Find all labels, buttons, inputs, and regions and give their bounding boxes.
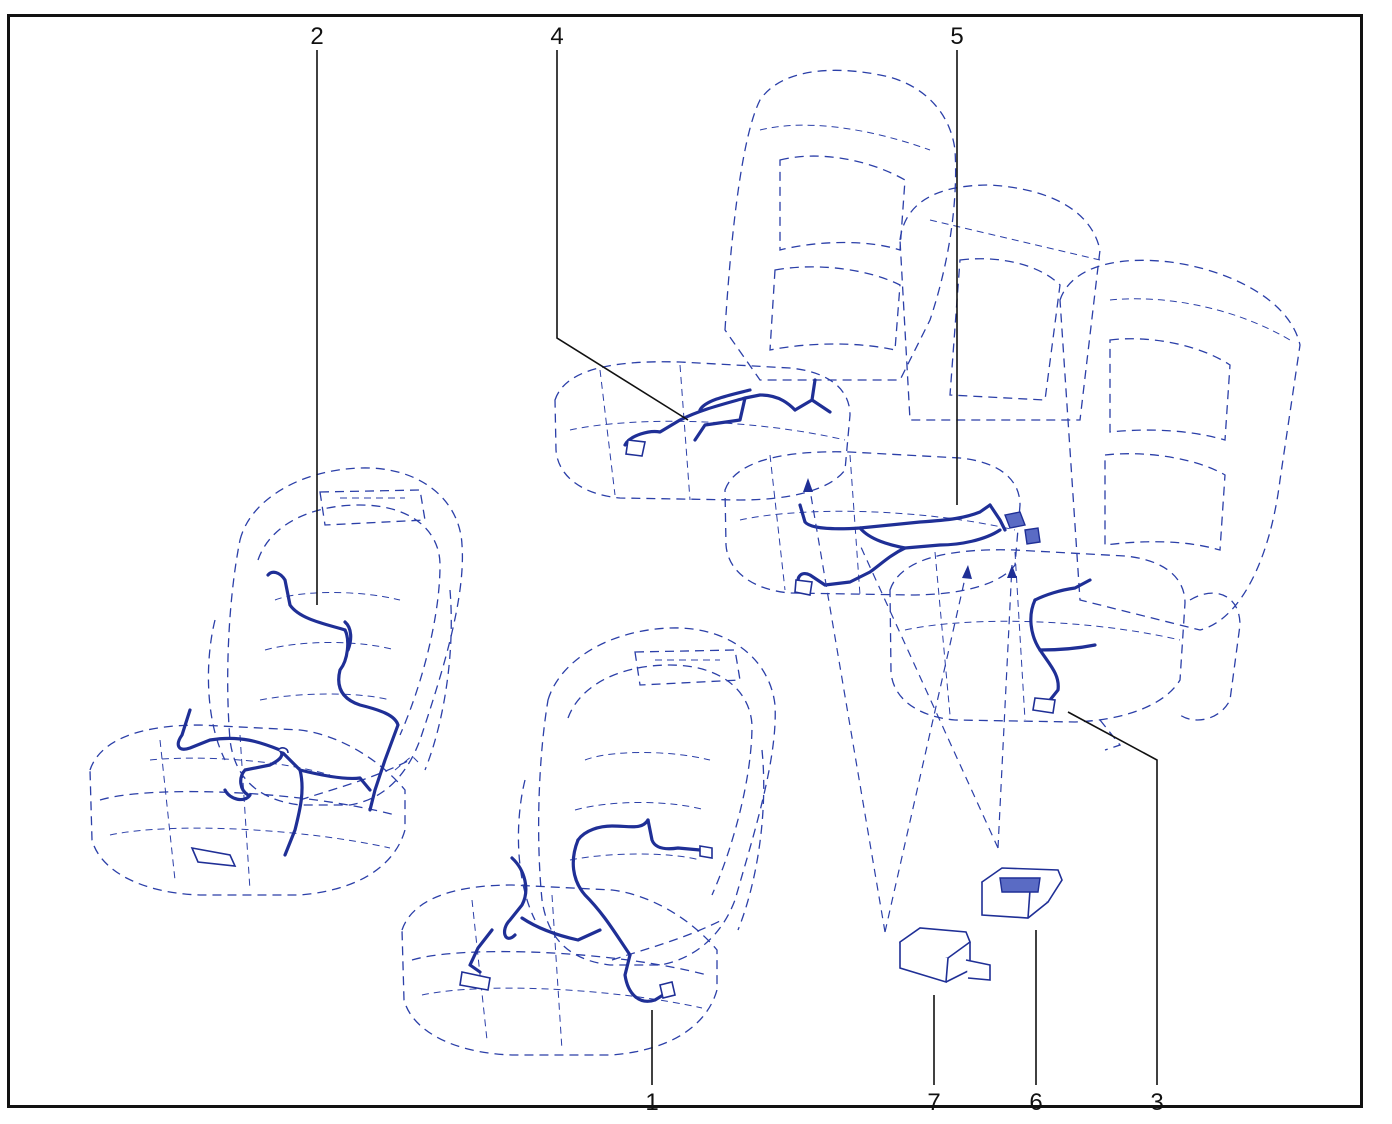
rear-bench-seat	[554, 69, 1301, 751]
right-front-seat	[401, 627, 776, 1056]
sensor-module-6	[981, 867, 1063, 919]
diagram-frame	[7, 14, 1363, 1108]
callout-3: 3	[1150, 1089, 1163, 1116]
callout-5: 5	[950, 23, 963, 50]
callout-2: 2	[310, 23, 323, 50]
callout-1: 1	[645, 1089, 658, 1116]
callout-6: 6	[1029, 1089, 1042, 1116]
location-arrows	[803, 477, 1017, 933]
left-front-seat	[89, 467, 464, 896]
callout-4: 4	[550, 23, 563, 50]
sensor-module-7	[899, 927, 991, 984]
leader-lines	[316, 50, 1158, 1085]
callout-7: 7	[927, 1089, 940, 1116]
